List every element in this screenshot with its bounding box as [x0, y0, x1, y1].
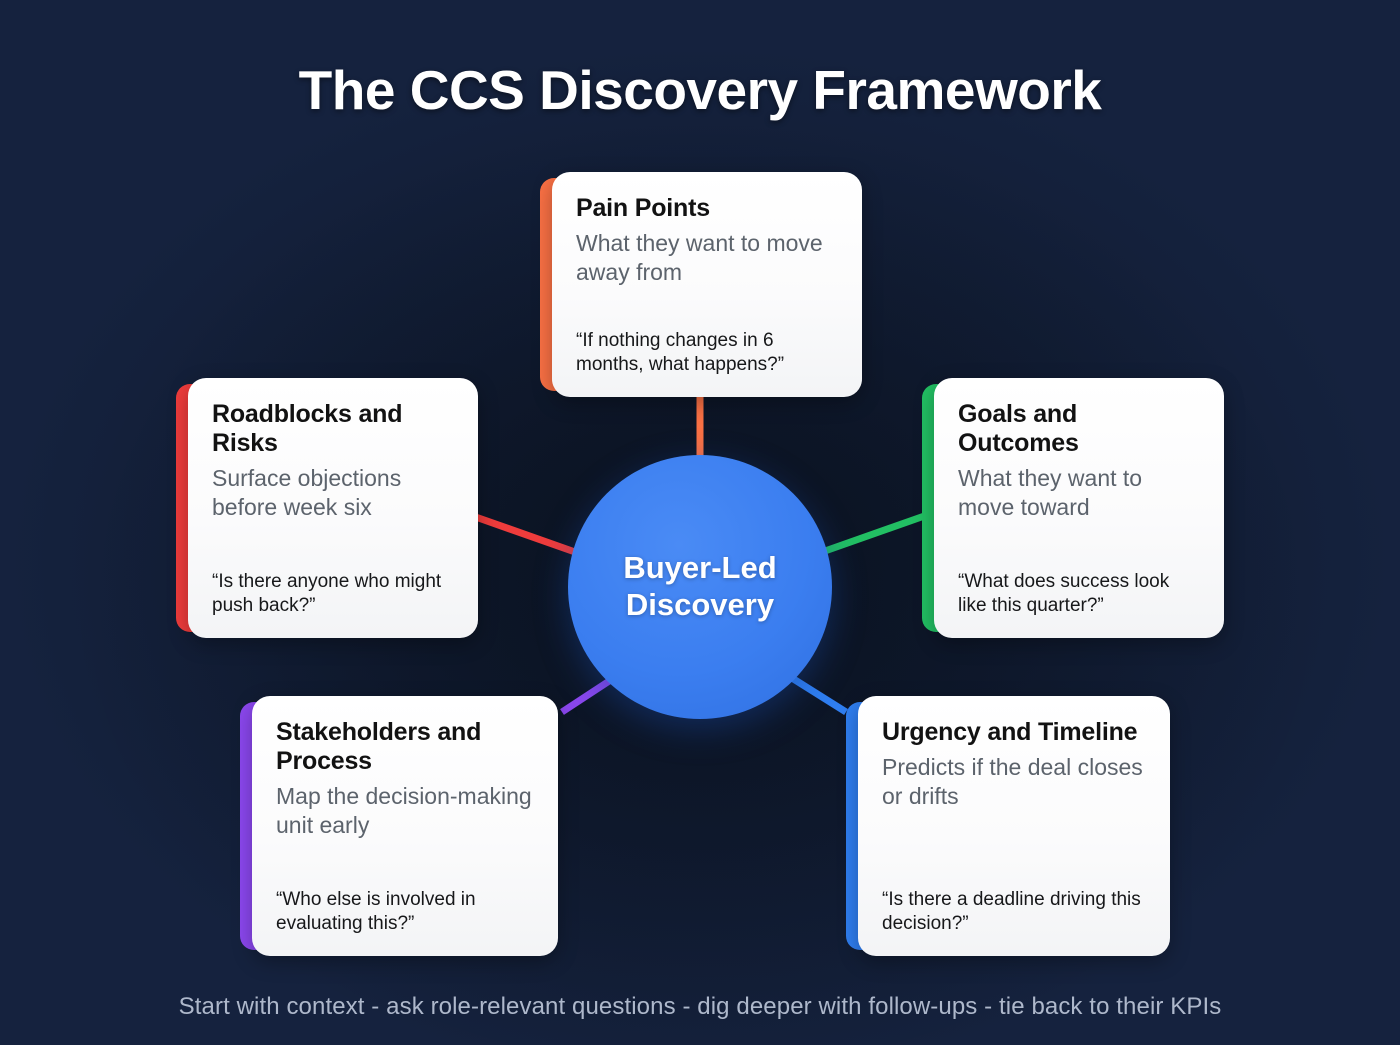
card-body-roadblocks-and-risks: Roadblocks and Risks Surface objections …	[188, 378, 478, 638]
card-body-urgency-and-timeline: Urgency and Timeline Predicts if the dea…	[858, 696, 1170, 956]
card-quote-stakeholders-and-process: “Who else is involved in evaluating this…	[276, 889, 476, 935]
card-title-stakeholders-and-process: Stakeholders and Process	[276, 718, 482, 775]
page-title: The CCS Discovery Framework	[298, 59, 1102, 121]
card-quote-pain-points: “If nothing changes in 6 months, what ha…	[576, 330, 785, 376]
card-pain-points[interactable]: Pain Points What they want to move away …	[540, 172, 862, 397]
card-roadblocks-and-risks[interactable]: Roadblocks and Risks Surface objections …	[176, 378, 478, 638]
card-subtitle-stakeholders-and-process: Map the decision-making unit early	[276, 783, 532, 839]
card-body-pain-points: Pain Points What they want to move away …	[552, 172, 862, 397]
card-subtitle-goals-and-outcomes: What they want to move toward	[958, 465, 1143, 521]
card-stakeholders-and-process[interactable]: Stakeholders and Process Map the decisio…	[240, 696, 558, 956]
card-quote-goals-and-outcomes: “What does success look like this quarte…	[958, 571, 1170, 617]
card-goals-and-outcomes[interactable]: Goals and Outcomes What they want to mov…	[922, 378, 1224, 638]
card-title-pain-points: Pain Points	[576, 194, 710, 222]
card-quote-urgency-and-timeline: “Is there a deadline driving this decisi…	[882, 889, 1141, 935]
card-subtitle-roadblocks-and-risks: Surface objections before week six	[212, 465, 402, 521]
card-title-urgency-and-timeline: Urgency and Timeline	[882, 718, 1138, 746]
card-body-stakeholders-and-process: Stakeholders and Process Map the decisio…	[252, 696, 558, 956]
card-title-roadblocks-and-risks: Roadblocks and Risks	[212, 400, 403, 457]
center-node-line2: Discovery	[625, 587, 775, 622]
card-quote-roadblocks-and-risks: “Is there anyone who might push back?”	[212, 571, 442, 617]
card-title-goals-and-outcomes: Goals and Outcomes	[958, 400, 1079, 457]
card-urgency-and-timeline[interactable]: Urgency and Timeline Predicts if the dea…	[846, 696, 1170, 956]
center-node-buyer-led-discovery[interactable]: Buyer-Led Discovery	[568, 455, 832, 719]
connector-roadblocks-and-risks	[468, 511, 594, 562]
card-subtitle-urgency-and-timeline: Predicts if the deal closes or drifts	[882, 754, 1143, 810]
center-node-line1: Buyer-Led	[623, 550, 777, 586]
card-subtitle-pain-points: What they want to move away from	[576, 230, 823, 286]
footer-caption: Start with context - ask role-relevant q…	[178, 993, 1222, 1020]
connector-goals-and-outcomes	[806, 510, 932, 561]
card-body-goals-and-outcomes: Goals and Outcomes What they want to mov…	[934, 378, 1224, 638]
